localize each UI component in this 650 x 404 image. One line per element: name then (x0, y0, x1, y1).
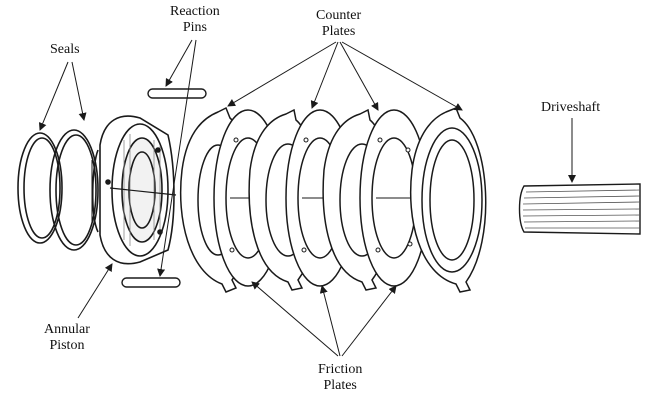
label-counter-plates: Counter Plates (316, 8, 362, 39)
leader-lines (38, 39, 576, 357)
seal-rings (17, 129, 99, 251)
plate-stack (179, 106, 487, 293)
label-driveshaft: Driveshaft (541, 100, 601, 115)
driveshaft (518, 183, 641, 235)
label-friction-plates: Friction Plates (318, 362, 363, 393)
seal-ring-outer (17, 132, 63, 244)
counter-plate-4 (409, 107, 487, 293)
label-seals: Seals (50, 42, 80, 57)
reaction-pins (121, 88, 207, 288)
seal-ring-inner (49, 129, 99, 251)
label-annular-piston: Annular Piston (44, 322, 90, 353)
label-reaction-pins: Reaction Pins (170, 4, 220, 35)
reaction-pin-bottom (121, 277, 181, 288)
annular-piston (91, 115, 177, 265)
reaction-pin-top (147, 88, 207, 99)
friction-plate-3 (359, 109, 429, 287)
